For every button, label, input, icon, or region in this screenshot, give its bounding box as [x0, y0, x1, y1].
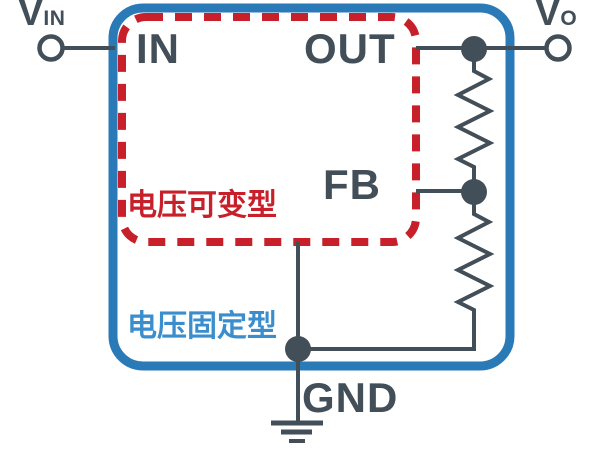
vin-terminal-label: V IN [18, 0, 65, 32]
vin-label-subscript: IN [43, 7, 66, 30]
junction-dot-fb [461, 179, 487, 205]
vo-label-main: V [535, 0, 561, 34]
adjustable-type-label: 电压可变型 [127, 189, 277, 222]
fixed-type-label: 电压固定型 [127, 310, 277, 343]
vin-label-main: V [18, 0, 44, 34]
adjustable-region-dashed-box [118, 13, 420, 246]
junction-dot-gnd [285, 336, 311, 362]
junction-dot-out [461, 36, 487, 62]
output-terminal-icon [544, 34, 572, 62]
vo-terminal-label: V O [535, 0, 577, 32]
pin-label-fb: FB [323, 161, 381, 208]
pin-label-in: IN [136, 25, 180, 72]
resistor-lower-icon [299, 200, 495, 351]
vo-label-subscript: O [560, 7, 578, 30]
pin-label-out: OUT [304, 25, 396, 72]
pin-label-gnd: GND [302, 374, 399, 421]
regulator-outline-box [108, 3, 515, 371]
resistor-upper-icon [453, 58, 495, 182]
ground-symbol-icon [271, 420, 323, 443]
input-terminal-icon [37, 34, 65, 62]
